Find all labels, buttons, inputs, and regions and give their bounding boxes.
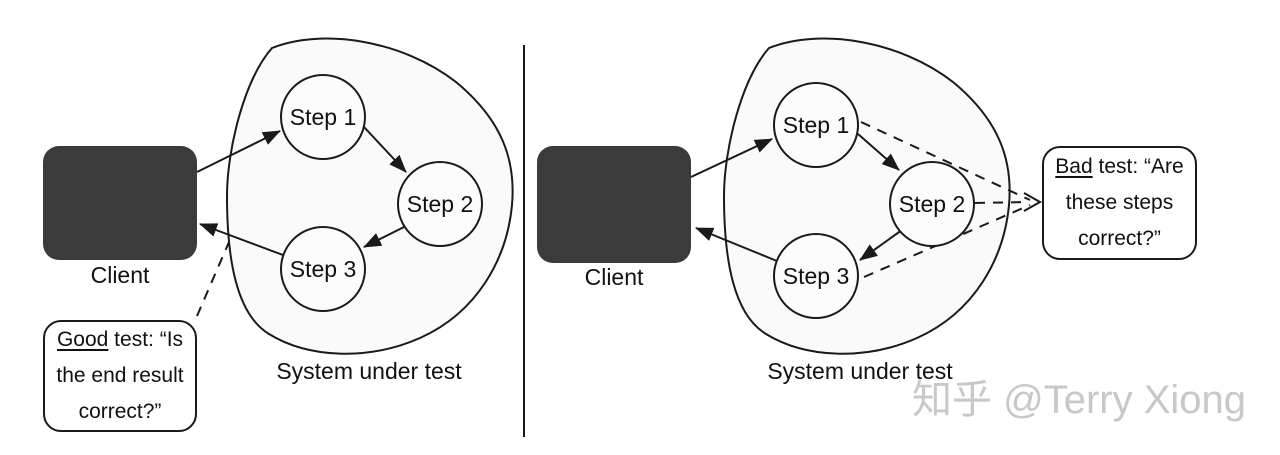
client-box-left bbox=[43, 146, 197, 260]
client-to-step1-arrow-right bbox=[690, 138, 773, 178]
good-test-line3: correct?” bbox=[78, 400, 162, 423]
dashed-probe-arrowhead bbox=[1023, 192, 1043, 212]
step1-to-step2-arrow-left bbox=[363, 126, 407, 173]
step3-label-right: Step 3 bbox=[783, 263, 850, 289]
bad-test-line2: these steps bbox=[1065, 191, 1174, 214]
system-under-test-label-right: System under test bbox=[767, 358, 953, 384]
system-under-test-label-left: System under test bbox=[276, 358, 462, 384]
step2-label-right: Step 2 bbox=[899, 191, 966, 217]
bad-test-underlined-word: Bad bbox=[1055, 155, 1093, 178]
step2-dashed-probe bbox=[974, 201, 1029, 204]
step1-label-left: Step 1 bbox=[290, 104, 357, 130]
bad-test-line1: Bad test: “Are bbox=[1055, 155, 1184, 178]
step3-label-left: Step 3 bbox=[290, 256, 357, 282]
step2-circle-left bbox=[397, 161, 483, 247]
step1-to-step2-arrow-right bbox=[857, 133, 900, 171]
step3-circle-right bbox=[773, 233, 859, 319]
step2-circle-right bbox=[889, 161, 975, 247]
client-label-left: Client bbox=[90, 262, 150, 288]
good-test-underlined-word: Good bbox=[56, 328, 109, 351]
client-to-step1-arrow-left bbox=[196, 130, 281, 173]
bad-test-callout: Bad test: “Are these steps correct?” bbox=[1042, 146, 1197, 260]
step2-to-step3-arrow-right bbox=[859, 229, 903, 261]
step1-circle-left bbox=[280, 74, 366, 160]
watermark-text: 知乎 @Terry Xiong bbox=[912, 378, 1247, 422]
client-box-right bbox=[537, 146, 691, 263]
step1-dashed-probe bbox=[860, 121, 1031, 201]
step3-to-client-arrow-left bbox=[199, 223, 284, 256]
good-test-dashed-pointer bbox=[196, 241, 230, 317]
client-label-right: Client bbox=[584, 264, 644, 290]
step1-label-right: Step 1 bbox=[783, 112, 850, 138]
step2-label-left: Step 2 bbox=[407, 191, 474, 217]
step3-to-client-arrow-right bbox=[695, 227, 778, 262]
good-test-callout: Good test: “Is the end result correct?” bbox=[43, 320, 197, 432]
good-test-line2: the end result bbox=[56, 364, 184, 387]
good-test-line1: Good test: “Is bbox=[56, 328, 184, 351]
step3-circle-left bbox=[280, 226, 366, 312]
step2-to-step3-arrow-left bbox=[363, 226, 405, 248]
bad-test-line3: correct?” bbox=[1078, 227, 1161, 250]
step1-circle-right bbox=[773, 82, 859, 168]
